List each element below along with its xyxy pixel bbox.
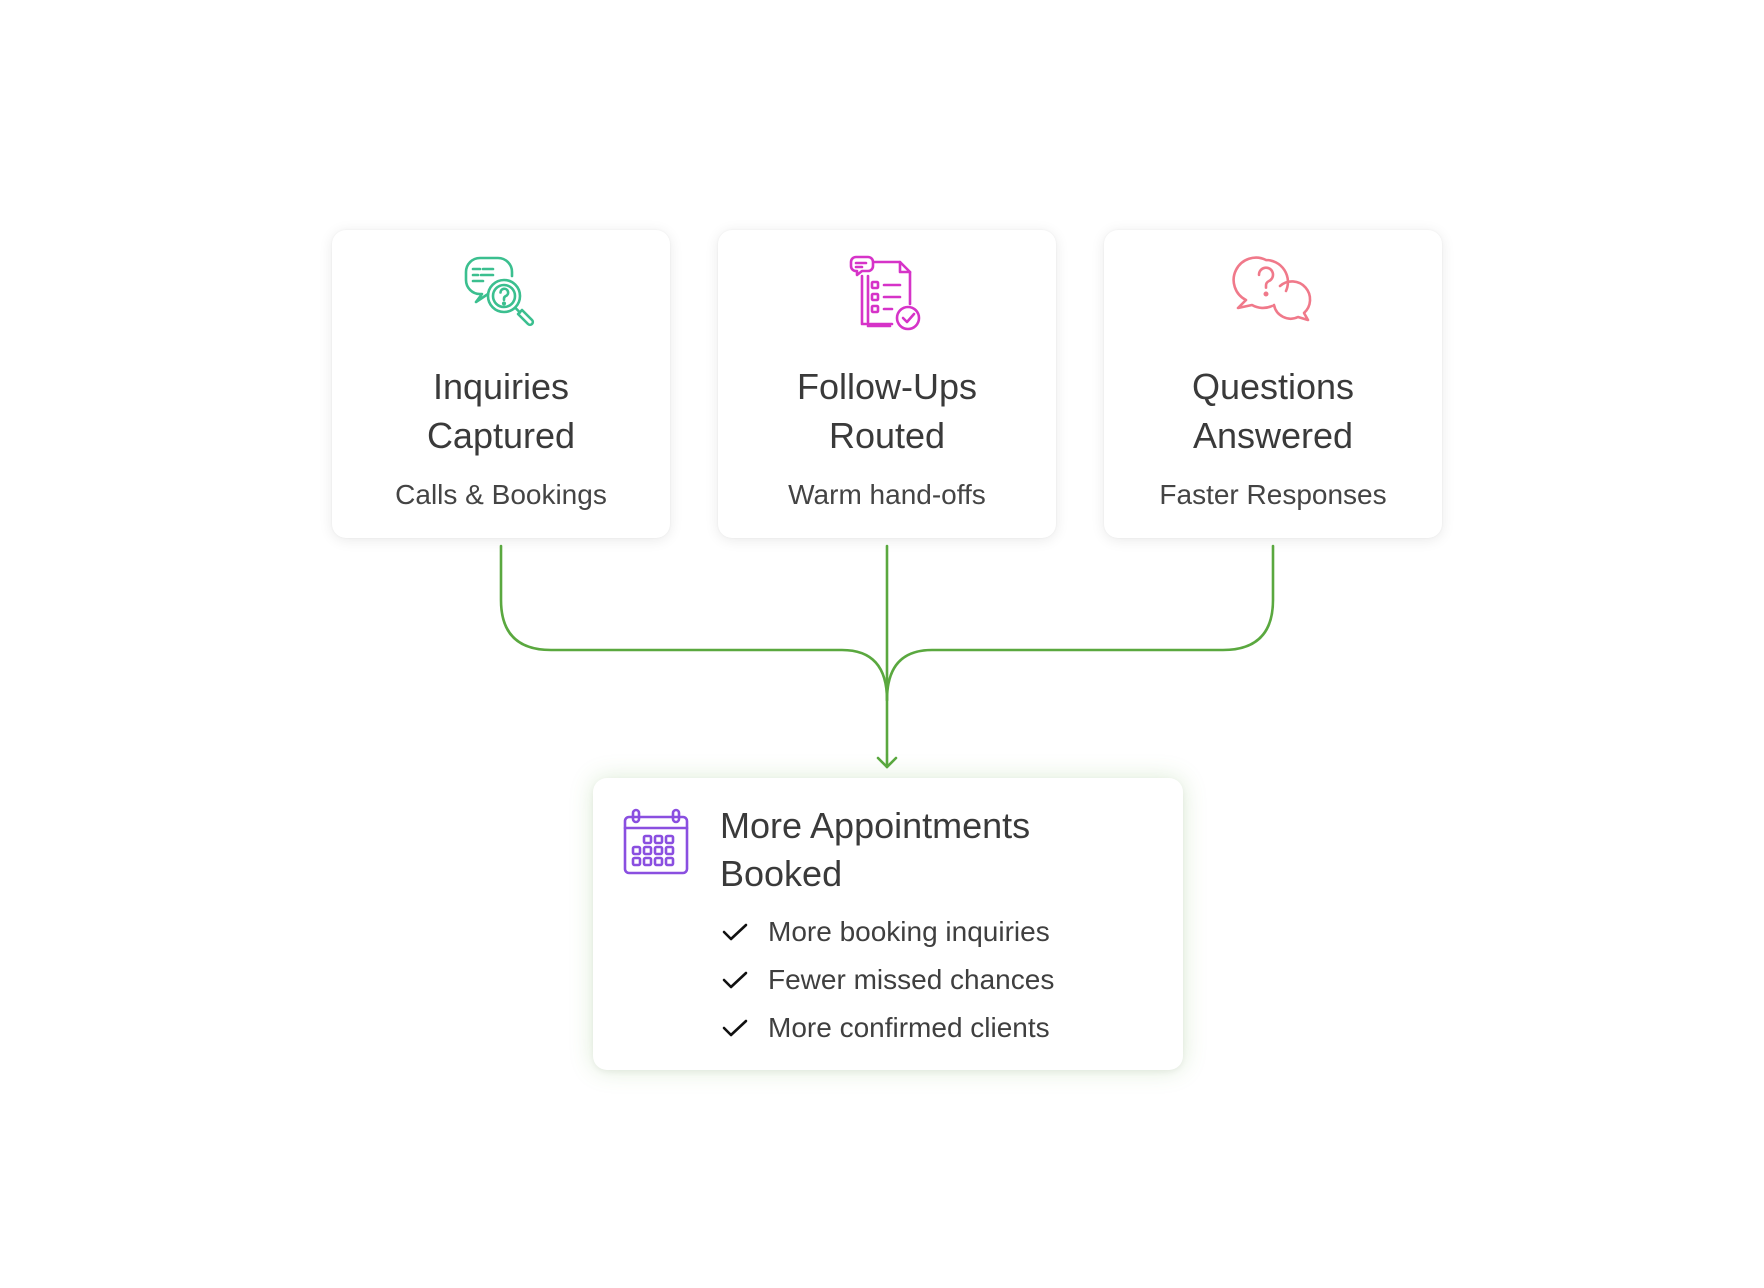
connector-left (499, 544, 889, 702)
list-item-label: More confirmed clients (768, 1012, 1050, 1043)
card-questions-answered: Questions Answered Faster Responses (1104, 230, 1442, 538)
checklist-document-icon (718, 254, 1056, 336)
list-item-label: Fewer missed chances (768, 964, 1055, 995)
list-item: Fewer missed chances (720, 956, 1054, 1004)
card-subtitle: Calls & Bookings (395, 479, 607, 510)
result-benefits-list: More booking inquiries Fewer missed chan… (720, 908, 1054, 1052)
connector-arrowhead (876, 756, 898, 769)
chat-search-icon (332, 254, 670, 336)
card-title: Questions Answered (1191, 366, 1355, 456)
checkmark-icon (722, 1019, 748, 1037)
checkmark-icon (722, 923, 748, 941)
card-title: Inquiries Captured (426, 366, 576, 456)
result-title: More Appointments Booked (720, 805, 1031, 894)
result-card: More Appointments Booked More booking in… (593, 778, 1183, 1070)
question-chat-bubbles-icon (1104, 254, 1442, 336)
connector-right (885, 544, 1275, 702)
calendar-icon (621, 808, 691, 878)
card-title: Follow-Ups Routed (796, 366, 978, 456)
card-subtitle: Faster Responses (1159, 479, 1387, 510)
card-subtitle: Warm hand-offs (788, 479, 986, 510)
checkmark-icon (722, 971, 748, 989)
list-item: More confirmed clients (720, 1004, 1054, 1052)
card-follow-ups-routed: Follow-Ups Routed Warm hand-offs (718, 230, 1056, 538)
list-item: More booking inquiries (720, 908, 1054, 956)
list-item-label: More booking inquiries (768, 916, 1050, 947)
card-inquiries-captured: Inquiries Captured Calls & Bookings (332, 230, 670, 538)
